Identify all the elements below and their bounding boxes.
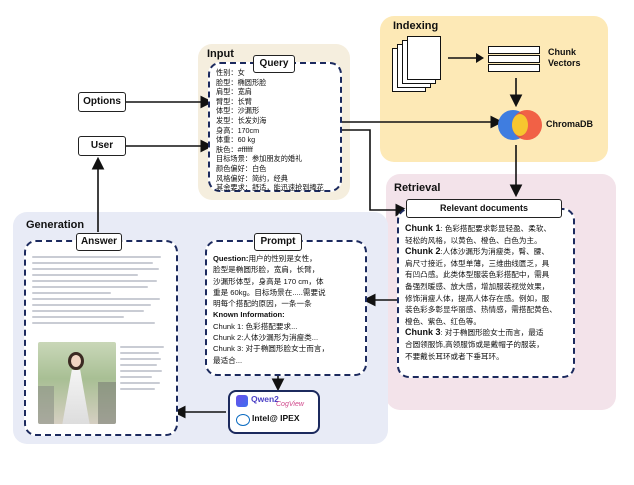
chunking-arrow xyxy=(448,53,484,63)
chunk-line: 不要戴长耳环或者下垂耳环。 xyxy=(405,351,504,361)
chunk-line: 橙色、紫色、红色等。 xyxy=(405,316,481,326)
relevant-documents-tag: Relevant documents xyxy=(406,199,562,218)
arrow-query-to-retrieval xyxy=(336,129,409,217)
prompt-line: 沙漏形体型，身高是 170 cm，体 xyxy=(213,276,324,286)
query-tag: Query xyxy=(253,55,295,73)
answer-text-block-2 xyxy=(120,346,166,394)
query-line: 体型：沙漏形 xyxy=(216,106,260,116)
prompt-line: Question:用户的性别是女性， xyxy=(213,254,317,263)
prompt-list: Question:用户的性别是女性， 脸型是椭圆形脸，宽肩，长臂， 沙漏形体型，… xyxy=(213,253,329,366)
retrieval-title: Retrieval xyxy=(394,182,441,194)
options-box[interactable]: Options xyxy=(78,92,126,112)
prompt-line: 明每个搭配的原因，一条一条 xyxy=(213,299,312,309)
query-line: 臂型：长臂 xyxy=(216,96,252,106)
chunk-line: Chunk 3: 对于椭圆形脸女士而言，最适 xyxy=(405,327,544,338)
chunk-line: Chunk 1: 色彩搭配要求彰显轻盈、柔软、 xyxy=(405,223,552,233)
prompt-box xyxy=(205,240,367,376)
query-line: 肤色：#ffffff xyxy=(216,144,253,154)
query-box xyxy=(208,62,342,192)
query-line: 脸型：椭圆形脸 xyxy=(216,77,267,87)
chunk-line: 有凹凸感。此类体型服装色彩搭配中，需具 xyxy=(405,270,550,280)
answer-tag: Answer xyxy=(76,233,122,251)
prompt-line: Known Information: xyxy=(213,310,285,320)
chunk-line: 肩尺寸接近，体型单薄，三维曲线匮乏，具 xyxy=(405,258,550,268)
qwen-logo-icon xyxy=(236,395,248,407)
chunk-line: 备强烈暖感、放大感，增加服装视觉效果， xyxy=(405,281,550,291)
query-line: 颜色偏好：白色 xyxy=(216,163,267,173)
query-list: 性别：女 脸型：椭圆形脸 肩型：宽肩 臂型：长臂 体型：沙漏形 发型：长发刘海 … xyxy=(216,68,324,193)
intel-label: Intel@ IPEX xyxy=(252,413,300,423)
input-title: Input xyxy=(207,48,234,60)
user-box[interactable]: User xyxy=(78,136,126,156)
documents-stack-icon xyxy=(392,36,442,92)
indexing-title: Indexing xyxy=(393,20,439,32)
prompt-line: Chunk 3: 对于椭圆形脸女士而言， xyxy=(213,344,330,354)
outfit-preview-image xyxy=(38,342,116,424)
chromadb-label: ChromaDB xyxy=(546,119,594,129)
chunk-vectors-icon xyxy=(488,46,540,76)
chunk-line: 修饰消瘦人体，提高人体存在感。例如，服 xyxy=(405,293,550,303)
generation-title: Generation xyxy=(26,219,85,231)
query-line: 其余要求：舒适，能迅速抢到捧花 xyxy=(216,183,324,193)
prompt-line: 重是 60kg。目标场景在.....需要说 xyxy=(213,287,326,297)
chunk-line: 装色彩多彰显华丽感、热情感，需搭配黄色、 xyxy=(405,305,557,315)
prompt-tag: Prompt xyxy=(254,233,302,251)
query-line: 性别：女 xyxy=(216,68,245,77)
query-line: 发型：长发刘海 xyxy=(216,115,267,125)
answer-text-block xyxy=(32,256,164,328)
query-line: 风格偏好：简约，经典 xyxy=(216,173,288,183)
cogview-label: CogView xyxy=(276,401,304,408)
query-line: 目标场景：参加朋友的婚礼 xyxy=(216,154,303,164)
chunk-vectors-label: Chunk Vectors xyxy=(548,47,581,68)
chromadb-logo-icon xyxy=(498,108,542,142)
query-line: 肩型：宽肩 xyxy=(216,87,252,97)
chunk-line: Chunk 2:人体沙漏形为消瘦类，臀、腰、 xyxy=(405,246,549,257)
chunk-line: 合圆领服饰,高领服饰或是戴帽子的服装， xyxy=(405,339,544,349)
prompt-line: 最适合... xyxy=(213,355,243,365)
chunk-line: 轻松的风格，以黄色、橙色、白色为主。 xyxy=(405,235,542,245)
relevant-documents-box xyxy=(397,208,575,378)
query-line: 身高：170cm xyxy=(216,125,260,135)
prompt-line: Chunk 1: 色彩搭配要求... xyxy=(213,321,298,331)
relevant-documents-list: Chunk 1: 色彩搭配要求彰显轻盈、柔软、 轻松的风格，以黄色、橙色、白色为… xyxy=(405,223,557,362)
qwen-label: Qwen2 xyxy=(251,394,279,404)
prompt-line: 脸型是椭圆形脸，宽肩，长臂， xyxy=(213,265,320,275)
prompt-line: Chunk 2:人体沙漏形为消瘦类... xyxy=(213,333,319,343)
intel-logo-icon xyxy=(236,414,250,426)
query-line: 体重：60 kg xyxy=(216,135,256,145)
